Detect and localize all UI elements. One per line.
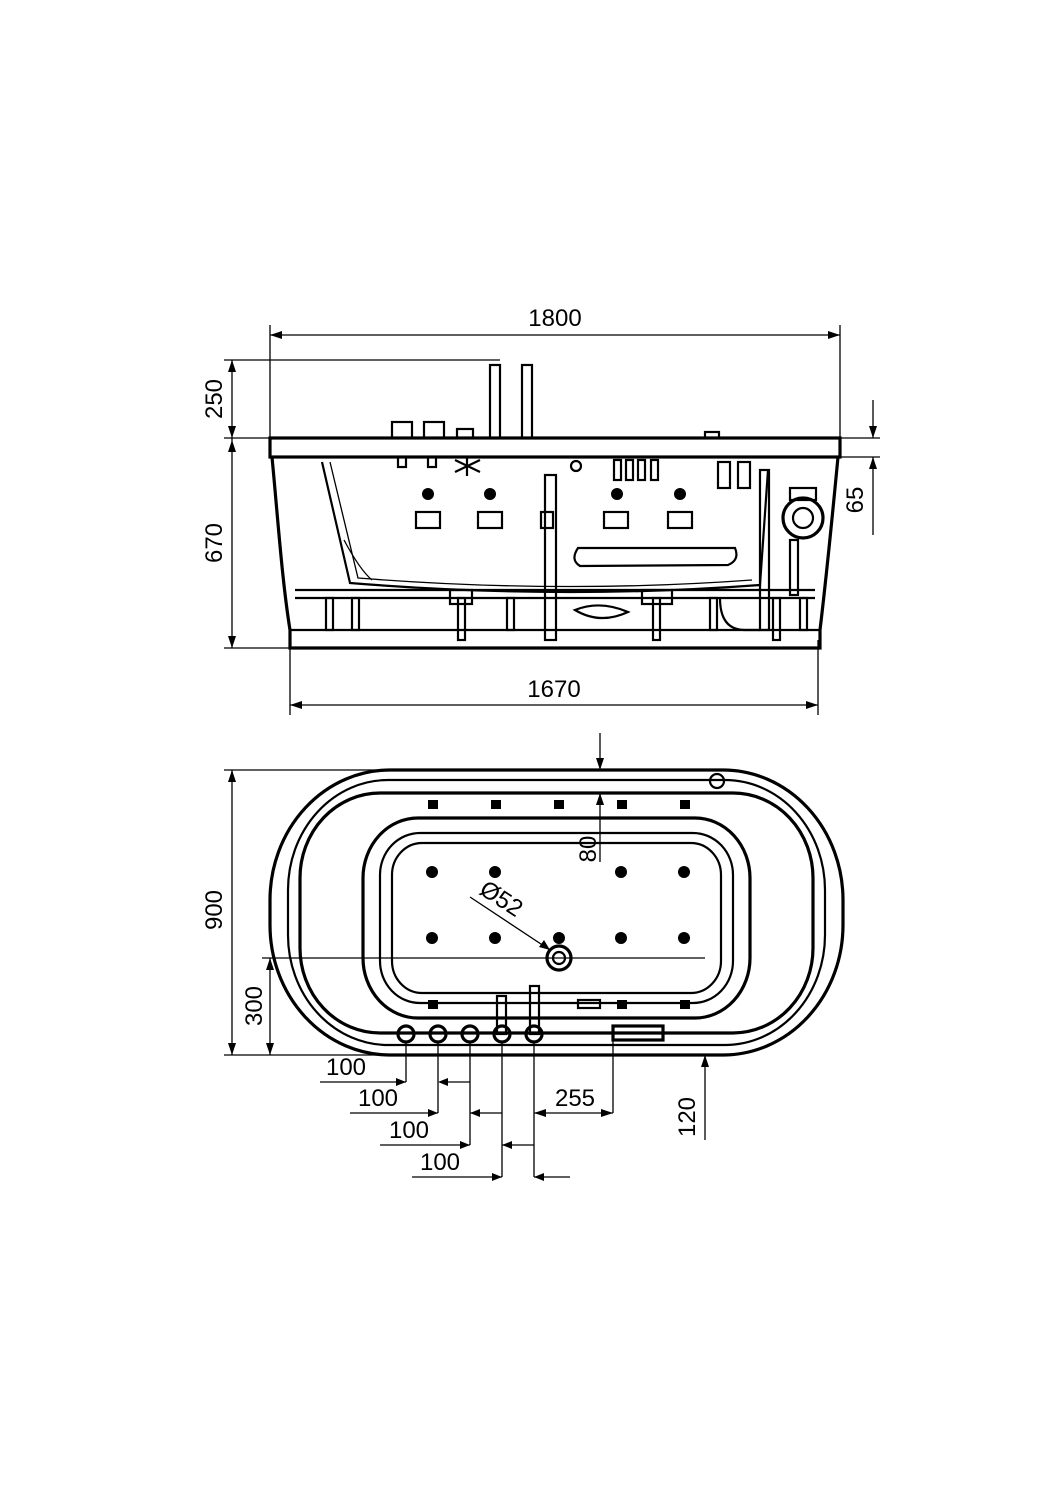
dim-label-80: 80 [575, 836, 602, 863]
dim-label-spacing-2: 100 [358, 1085, 398, 1112]
pump [781, 486, 825, 597]
tub-top-body [268, 768, 845, 1057]
tub-side-body [268, 363, 842, 650]
deck-fittings [396, 772, 726, 1044]
side-view: 1800 250 670 65 [201, 305, 880, 715]
dimension-65: 65 [840, 400, 880, 535]
support-legs [324, 596, 809, 642]
floor-jets [426, 866, 690, 944]
dim-label-255: 255 [555, 1085, 595, 1112]
dim-label-65: 65 [842, 487, 869, 514]
dim-label-1800: 1800 [528, 305, 581, 332]
dimension-900: 900 [201, 769, 600, 1056]
dimension-300: 300 [241, 957, 705, 1055]
dim-label-670: 670 [201, 523, 228, 563]
dim-label-250: 250 [201, 379, 228, 419]
dim-label-spacing-3: 100 [389, 1117, 429, 1144]
dim-label-diameter: Ø52 [475, 875, 528, 922]
dim-label-spacing-1: 100 [326, 1054, 366, 1081]
side-jets [414, 488, 694, 530]
top-view: Ø52 900 300 [201, 733, 845, 1181]
dimension-vertical-left: 250 670 [201, 359, 500, 649]
drain-inlet: Ø52 [469, 875, 573, 972]
dimension-120: 120 [674, 1054, 720, 1140]
dimension-spacings: 100 100 100 100 255 [320, 1040, 614, 1181]
rim-faucets [390, 363, 721, 440]
dimension-1800: 1800 [269, 305, 841, 440]
dim-label-120: 120 [674, 1097, 701, 1137]
dim-label-spacing-4: 100 [420, 1149, 460, 1176]
dimension-80: 80 [575, 733, 604, 862]
dim-label-300: 300 [241, 986, 268, 1026]
dim-label-1670: 1670 [527, 676, 580, 703]
rim-jets [428, 800, 690, 1010]
upper-fittings [396, 455, 752, 490]
dimension-1670: 1670 [289, 640, 819, 715]
dim-label-900: 900 [201, 890, 228, 930]
